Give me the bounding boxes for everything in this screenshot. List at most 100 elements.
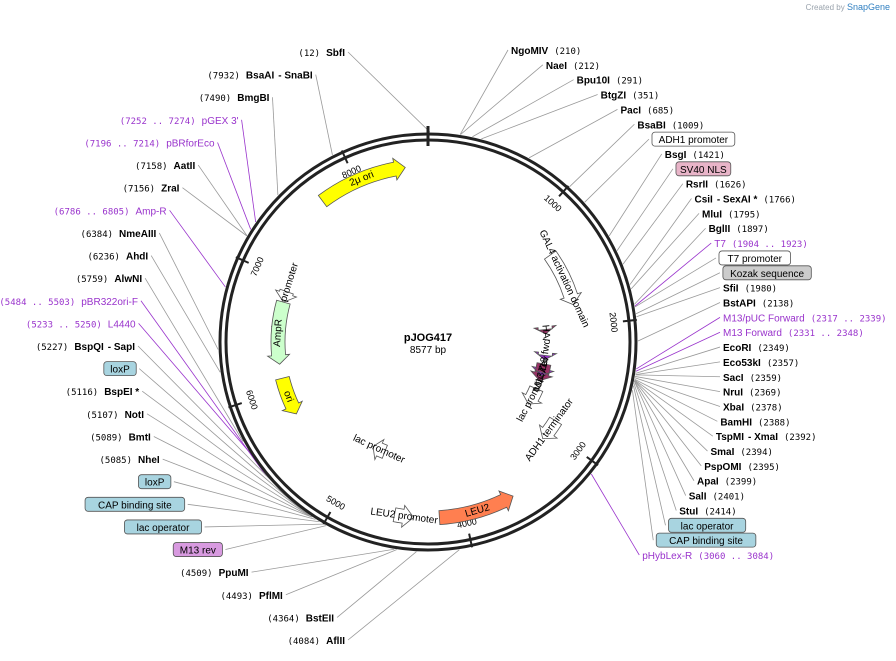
label-text-nmeaiii: (6384)NmeAIII: [81, 229, 157, 240]
label-bamhi[interactable]: BamHI(2388): [720, 417, 790, 428]
label-eco53ki[interactable]: Eco53kI(2357): [723, 358, 799, 369]
label-bstapi[interactable]: BstAPI(2138): [723, 299, 794, 310]
label-nhei[interactable]: (5085)NheI: [99, 455, 159, 466]
label-bspei[interactable]: (5116)BspEI *: [66, 387, 140, 398]
label-phyblex-r[interactable]: pHybLex-R(3060 .. 3084): [642, 551, 774, 562]
label-loxp[interactable]: loxP: [103, 361, 137, 377]
label-t7-promoter[interactable]: T7 promoter: [718, 250, 791, 266]
label-text-xbai: XbaI(2378): [723, 402, 783, 413]
label-text-apai: ApaI(2399): [697, 477, 757, 488]
label-btgzi[interactable]: BtgZI(351): [601, 91, 660, 102]
label-pflmi[interactable]: (4493)PflMI: [220, 591, 283, 602]
label-ecori[interactable]: EcoRI(2349): [723, 343, 790, 354]
label-pbr322ori-f[interactable]: (5484 .. 5503)pBR322ori-F: [0, 297, 138, 308]
label-m13-rev[interactable]: M13 rev: [172, 542, 223, 557]
label-cap-binding-site[interactable]: CAP binding site: [655, 532, 757, 548]
feature-label-ori: ori: [281, 389, 295, 403]
label-text-cap-binding-site: CAP binding site: [669, 536, 743, 547]
label-smai[interactable]: SmaI(2394): [710, 447, 772, 458]
label-text-t7: T7(1904 .. 1923): [714, 239, 808, 250]
label-nrui[interactable]: NruI(2369): [723, 388, 782, 399]
leader-sv40-nls: [616, 168, 674, 251]
feature-label-m13-fwd: M13 fwd: [537, 338, 553, 377]
site-labels: NgoMIV(210) NaeI(212) Bpu10I(291) BtgZI(351…: [0, 46, 887, 647]
label-naei[interactable]: NaeI(212): [546, 61, 600, 72]
label-bsteii[interactable]: (4364)BstEII: [267, 613, 334, 624]
label-rsrii[interactable]: RsrII(1626): [686, 180, 747, 191]
label-pgex-3[interactable]: (7252 .. 7274)pGEX 3': [120, 116, 239, 127]
label-stui[interactable]: StuI(2414): [679, 506, 736, 517]
label-lac-operator[interactable]: lac operator: [124, 519, 203, 535]
tick-mark-8000: [340, 150, 349, 164]
feature-adh1-terminator: [538, 416, 563, 440]
label-lac-operator[interactable]: lac operator: [668, 517, 747, 533]
label-sfii[interactable]: SfiI(1980): [723, 284, 777, 295]
leader-bsabi: [569, 123, 635, 188]
leader-mlui: [630, 213, 700, 290]
label-saci[interactable]: SacI(2359): [723, 373, 782, 384]
feature-label-ampr: AmpR: [272, 319, 285, 347]
label-alwni[interactable]: (5759)AlwNI: [76, 274, 143, 285]
leader-lac-operator: [204, 523, 324, 528]
label-m13-puc-forward[interactable]: M13/pUC Forward(2317 .. 2339): [723, 313, 887, 324]
label-bmgbi[interactable]: (7490)BmgBI: [199, 93, 270, 104]
label-box-loxp: [103, 361, 137, 377]
label-bspqi[interactable]: (5227)BspQI- SapI: [36, 342, 135, 353]
label-paci[interactable]: PacI(685): [620, 105, 674, 116]
label-amp-r[interactable]: (6786 .. 6805)Amp-R: [54, 206, 167, 217]
label-text-kozak-sequence: Kozak sequence: [730, 269, 804, 280]
label-sali[interactable]: SalI(2401): [689, 492, 745, 503]
label-box-m13-rev: [172, 542, 223, 557]
tick-mark-7000: [235, 256, 250, 264]
label-text-aatii: (7158)AatII: [135, 161, 195, 172]
label-text-l4440: (5233 .. 5250)L4440: [26, 319, 136, 330]
label-pspomi[interactable]: PspOMI(2395): [704, 462, 780, 473]
label-sv40-nls[interactable]: SV40 NLS: [675, 161, 732, 177]
label-text-csii: CsiI- SexAI *(1766): [694, 195, 795, 206]
label-text-mlui: MluI(1795): [702, 209, 761, 220]
label-csii[interactable]: CsiI- SexAI *(1766): [694, 195, 795, 206]
label-ahdi[interactable]: (6236)AhdI: [87, 252, 148, 263]
label-bsabi[interactable]: BsaBI(1009): [637, 120, 704, 131]
label-bsaai[interactable]: (7932)BsaAI- SnaBI: [207, 71, 313, 82]
label-bglii[interactable]: BglII(1897): [709, 224, 769, 235]
label-noti[interactable]: (5107)NotI: [86, 410, 144, 421]
label-tspmi[interactable]: TspMI- XmaI(2392): [716, 432, 817, 443]
leader-pspomi: [634, 380, 702, 467]
label-text-bspei: (5116)BspEI *: [66, 387, 140, 398]
label-nmeaiii[interactable]: (6384)NmeAIII: [81, 229, 157, 240]
label-zrai[interactable]: (7156)ZraI: [123, 184, 180, 195]
leader-t7: [634, 242, 712, 307]
label-mlui[interactable]: MluI(1795): [702, 209, 761, 220]
leader-nhei: [162, 458, 313, 518]
label-l4440[interactable]: (5233 .. 5250)L4440: [26, 319, 136, 330]
label-kozak-sequence[interactable]: Kozak sequence: [722, 265, 812, 281]
leader-loxp: [138, 368, 301, 510]
label-text-adh1-promoter: ADH1 promoter: [659, 135, 729, 146]
label-adh1-promoter[interactable]: ADH1 promoter: [651, 131, 736, 147]
feature-lac-promoter: [372, 438, 388, 461]
label-m13-forward[interactable]: M13 Forward(2331 .. 2348): [723, 328, 864, 339]
label-sbfi[interactable]: (12)SbfI: [298, 48, 345, 59]
label-pbrforeco[interactable]: (7196 .. 7214)pBRforEco: [84, 138, 215, 149]
label-ngomiv[interactable]: NgoMIV(210): [511, 46, 581, 57]
label-cap-binding-site[interactable]: CAP binding site: [84, 496, 186, 512]
plasmid-size: 8577 bp: [410, 345, 447, 356]
label-t7[interactable]: T7(1904 .. 1923): [714, 239, 808, 250]
leader-xbai: [634, 377, 721, 407]
label-bmti[interactable]: (5089)BmtI: [90, 432, 151, 443]
label-bpu10i[interactable]: Bpu10I(291): [577, 76, 643, 87]
plasmid-name: pJOG417: [404, 332, 452, 344]
label-xbai[interactable]: XbaI(2378): [723, 402, 783, 413]
leader-sbfi: [347, 51, 431, 133]
label-text-bsabi: BsaBI(1009): [637, 120, 704, 131]
label-bsgi[interactable]: BsgI(1421): [665, 150, 725, 161]
label-text-ahdi: (6236)AhdI: [87, 252, 148, 263]
label-ppumi[interactable]: (4509)PpuMI: [180, 568, 249, 579]
label-aflii[interactable]: (4084)AflII: [288, 636, 346, 647]
label-text-amp-r: (6786 .. 6805)Amp-R: [54, 206, 167, 217]
label-apai[interactable]: ApaI(2399): [697, 477, 757, 488]
label-text-m13-puc-forward: M13/pUC Forward(2317 .. 2339): [723, 313, 887, 324]
label-aatii[interactable]: (7158)AatII: [135, 161, 195, 172]
label-loxp[interactable]: loxP: [138, 474, 172, 490]
